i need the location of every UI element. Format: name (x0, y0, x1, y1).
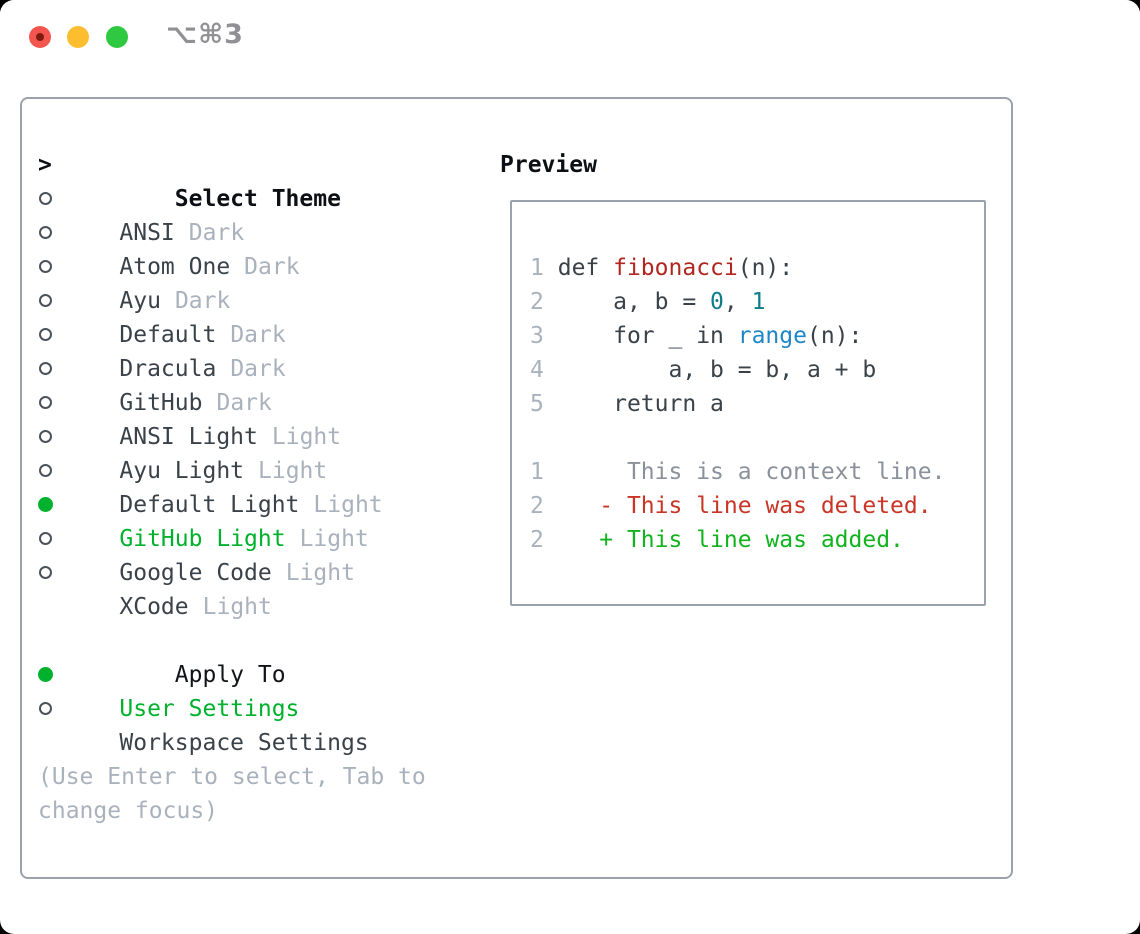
help-text-line2: change focus) (38, 798, 219, 824)
radio-icon (39, 260, 52, 273)
minimize-button[interactable] (67, 26, 89, 48)
radio-icon (39, 464, 52, 477)
radio-icon (39, 396, 52, 409)
code-block: 1 def fibonacci(n): 2 a, b = 0, 1 3 for _ … (530, 251, 984, 421)
radio-icon (38, 667, 53, 682)
radio-icon (38, 497, 53, 512)
line-number: 1 (530, 255, 544, 281)
radio-icon (39, 192, 52, 205)
line-number: 2 (530, 527, 544, 553)
line-number: 4 (530, 357, 544, 383)
diff-line-added: 2 + This line was added. (530, 527, 904, 553)
apply-option-user-settings[interactable]: User Settings (38, 658, 426, 722)
code-line: 2 a, b = 0, 1 (530, 289, 766, 315)
radio-icon (39, 430, 52, 443)
zoom-button[interactable] (106, 26, 128, 48)
radio-icon (39, 702, 52, 715)
apply-to-label: Apply To (174, 662, 286, 688)
line-number: 5 (530, 391, 544, 417)
line-number: 2 (530, 289, 544, 315)
preview-header: Preview (500, 152, 597, 178)
diff-block: 1 This is a context line. 2 - This line w… (530, 455, 984, 557)
close-button[interactable] (29, 26, 51, 48)
diff-line-context: 1 This is a context line. (530, 459, 946, 485)
radio-icon (39, 566, 52, 579)
window-title: ⌥⌘3 (166, 19, 244, 50)
code-line: 4 a, b = b, a + b (530, 357, 877, 383)
line-number: 3 (530, 323, 544, 349)
titlebar: ⌥⌘3 (0, 0, 1140, 80)
apply-to-header: Apply To (38, 624, 426, 688)
code-line: 5 return a (530, 391, 724, 417)
diff-line-deleted: 2 - This line was deleted. (530, 493, 932, 519)
select-theme-header: > Select Theme (38, 148, 426, 212)
radio-icon (39, 328, 52, 341)
radio-icon (39, 532, 52, 545)
radio-icon (39, 294, 52, 307)
radio-icon (39, 226, 52, 239)
help-text-line1: (Use Enter to select, Tab to (38, 764, 426, 790)
code-line: 1 def fibonacci(n): (530, 255, 794, 281)
apply-to-list: User Settings Workspace Settings (38, 658, 426, 756)
apply-option-workspace-settings[interactable]: Workspace Settings (38, 692, 426, 756)
select-theme-label: Select Theme (174, 186, 341, 212)
preview-box: 1 def fibonacci(n): 2 a, b = 0, 1 3 for _ … (510, 200, 986, 606)
line-number: 1 (530, 459, 544, 485)
radio-icon (39, 362, 52, 375)
prompt-icon: > (38, 152, 52, 178)
line-number: 2 (530, 493, 544, 519)
code-line: 3 for _ in range(n): (530, 323, 863, 349)
